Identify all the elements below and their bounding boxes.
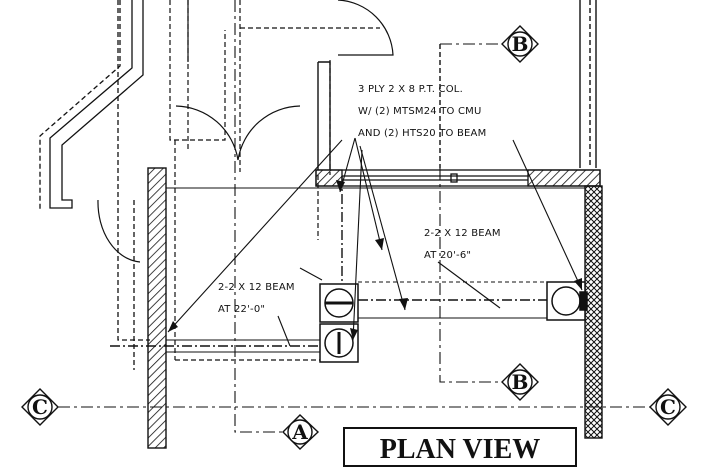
grid-bubble-b-bottom: B xyxy=(501,363,539,401)
slab-outline xyxy=(166,187,585,353)
right-cmu-wall xyxy=(584,185,603,439)
title-text: PLAN VIEW xyxy=(380,434,541,465)
post-base-lower-left xyxy=(319,323,359,363)
window-header xyxy=(315,169,601,187)
grid-label-b-top: B xyxy=(512,32,529,56)
door-swings xyxy=(97,0,394,263)
beam-note-right-line-1: 2-2 X 12 BEAM xyxy=(424,228,501,239)
column-note: 3 PLY 2 X 8 P.T. COL. W/ (2) MTSM24 TO C… xyxy=(358,84,486,139)
grid-bubble-a: A xyxy=(282,414,320,450)
existing-building-wall xyxy=(317,0,597,170)
existing-house-outline xyxy=(39,0,150,370)
beam-note-right: 2-2 X 12 BEAM AT 20'-6" xyxy=(424,228,501,261)
post-base-right xyxy=(546,281,588,321)
beam-note-left-line-1: 2-2 X 12 BEAM xyxy=(218,282,295,293)
post-base-upper-left xyxy=(319,283,359,323)
leader-arrowheads xyxy=(168,180,582,340)
leader-lines xyxy=(167,137,583,347)
grid-lines xyxy=(58,0,650,433)
grid-label-c-left: C xyxy=(32,395,48,419)
column-note-line-1: 3 PLY 2 X 8 P.T. COL. xyxy=(358,84,463,95)
plan-view-title: PLAN VIEW xyxy=(343,427,577,467)
grid-bubble-c-right: C xyxy=(649,388,687,426)
grid-bubble-b-top: B xyxy=(501,25,539,63)
grid-bubble-c-left: C xyxy=(21,388,59,426)
beam-note-right-line-2: AT 20'-6" xyxy=(424,250,471,261)
beam-note-left: 2-2 X 12 BEAM AT 22'-0" xyxy=(218,282,295,315)
column-note-line-2: W/ (2) MTSM24 TO CMU xyxy=(358,106,481,117)
grid-label-c-right: C xyxy=(660,395,676,419)
beam-note-left-line-2: AT 22'-0" xyxy=(218,304,265,315)
grid-label-a: A xyxy=(291,420,308,444)
column-note-line-3: AND (2) HTS20 TO BEAM xyxy=(358,128,486,139)
grid-label-b-bottom: B xyxy=(512,370,529,394)
left-cmu-wall xyxy=(147,167,167,449)
beam-centerlines xyxy=(110,176,548,347)
